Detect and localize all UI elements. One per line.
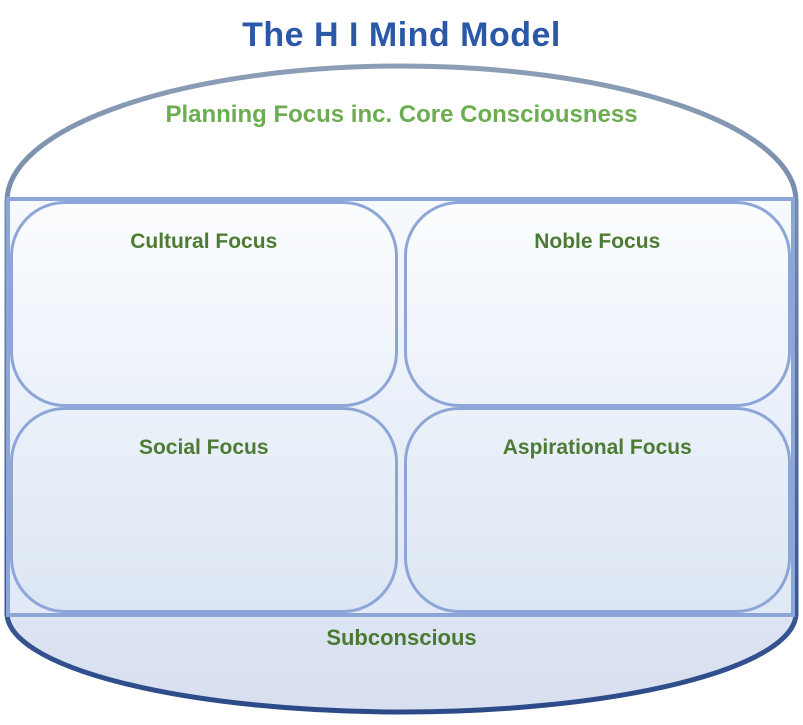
conscious-region-box: Cultural Focus Noble Focus Social Focus … [6, 197, 795, 617]
quadrant-aspirational-focus: Aspirational Focus [403, 407, 791, 613]
planning-focus-label: Planning Focus inc. Core Consciousness [165, 101, 638, 128]
quadrant-label: Aspirational Focus [502, 436, 692, 459]
focus-quadrant-grid: Cultural Focus Noble Focus Social Focus … [10, 201, 791, 613]
quadrant-cultural-focus: Cultural Focus [10, 201, 398, 407]
quadrant-label: Cultural Focus [130, 230, 278, 253]
quadrant-label: Social Focus [138, 436, 269, 459]
quadrant-noble-focus: Noble Focus [403, 201, 791, 407]
quadrant-social-focus: Social Focus [10, 407, 398, 613]
subconscious-label: Subconscious [326, 625, 477, 650]
quadrant-label: Noble Focus [534, 230, 661, 253]
diagram-title: The H I Mind Model [242, 16, 561, 54]
